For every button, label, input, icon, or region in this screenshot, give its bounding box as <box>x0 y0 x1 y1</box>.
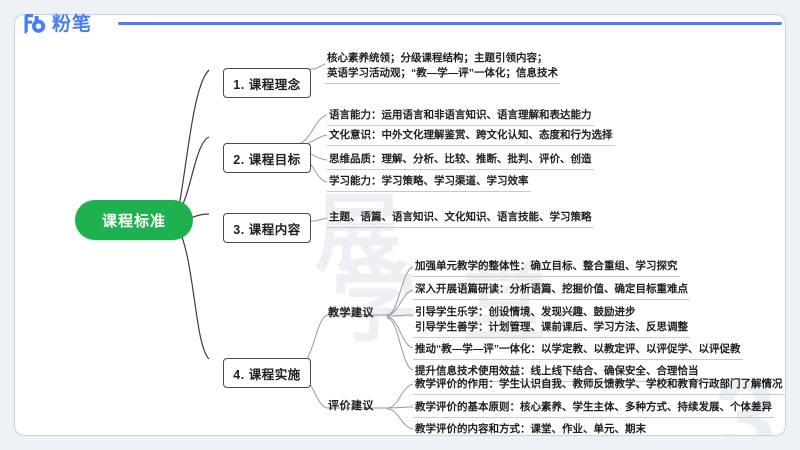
brand-divider <box>118 22 782 25</box>
leaf-line: 主题、语篇、语言知识、文化知识、语言技能、学习策略 <box>329 211 592 223</box>
leaf-line: 加强单元教学的整体性：确立目标、整合重组、学习探究 <box>415 260 678 272</box>
group-label-evaluation[interactable]: 评价建议 <box>328 400 374 412</box>
leaf-line: 教学评价的作用：学生认识自我、教师反馈教学、学校和教育行政部门了解情况 <box>415 378 783 390</box>
leaf-node-4-1-3[interactable]: 引导学生乐学：创设情境、发现兴趣、鼓励进步 引导学生善学：计划管理、课前课后、学… <box>413 305 690 338</box>
leaf-line: 提升信息技术使用效益：线上线下结合、确保安全、合理恰当 <box>415 365 699 377</box>
leaf-node-2-3[interactable]: 思维品质：理解、分析、比较、推断、批判、评价、创造 <box>327 152 594 170</box>
leaf-node-4-2-3[interactable]: 教学评价的内容和方式：课堂、作业、单元、期末 <box>413 422 648 435</box>
branch-node-2[interactable]: 2. 课程目标 <box>223 143 311 173</box>
branch-node-4[interactable]: 4. 课程实施 <box>223 358 311 388</box>
leaf-node-3-1[interactable]: 主题、语篇、语言知识、文化知识、语言技能、学习策略 <box>327 210 594 228</box>
leaf-line: 教学评价的基本原则：核心素养、学生主体、多种方式、持续发展、个体差异 <box>415 401 772 413</box>
brand-logo[interactable]: 粉笔 <box>22 10 92 38</box>
branch-node-3[interactable]: 3. 课程内容 <box>223 213 311 243</box>
leaf-line: 教学评价的内容和方式：课堂、作业、单元、期末 <box>415 423 646 435</box>
leaf-line: 深入开展语篇研读：分析语篇、挖掘价值、确定目标重难点 <box>415 283 688 295</box>
leaf-node-1-1[interactable]: 核心素养统领；分级课程结构；主题引领内容； 英语学习活动观；“教—学—评”一体化… <box>325 51 560 84</box>
leaf-line: 推动“教—学—评”一体化：以学定教、以教定评、以评促学、以评促教 <box>415 343 741 355</box>
root-node[interactable]: 课程标准 <box>75 200 193 240</box>
leaf-node-2-4[interactable]: 学习能力：学习策略、学习渠道、学习效率 <box>327 174 531 192</box>
leaf-line: 思维品质：理解、分析、比较、推断、批判、评价、创造 <box>329 153 592 165</box>
leaf-node-4-2-2[interactable]: 教学评价的基本原则：核心素养、学生主体、多种方式、持续发展、个体差异 <box>413 400 774 418</box>
leaf-node-4-1-1[interactable]: 加强单元教学的整体性：确立目标、整合重组、学习探究 <box>413 259 680 277</box>
leaf-line: 引导学生乐学：创设情境、发现兴趣、鼓励进步 <box>415 306 636 318</box>
leaf-node-4-1-5[interactable]: 提升信息技术使用效益：线上线下结合、确保安全、合理恰当 <box>413 364 701 382</box>
fb-logo-icon <box>22 13 47 35</box>
content-card: 展 学 堂 3 <box>14 14 786 436</box>
brand-name: 粉笔 <box>52 13 93 35</box>
leaf-line: 学习能力：学习策略、学习渠道、学习效率 <box>329 175 529 187</box>
leaf-line: 文化意识：中外文化理解鉴赏、跨文化认知、态度和行为选择 <box>329 129 613 141</box>
group-label-teaching[interactable]: 教学建议 <box>328 307 374 319</box>
leaf-line: 语言能力：运用语言和非语言知识、语言理解和表达能力 <box>329 109 592 121</box>
leaf-node-4-1-4[interactable]: 推动“教—学—评”一体化：以学定教、以教定评、以评促学、以评促教 <box>413 342 743 360</box>
leaf-line: 英语学习活动观；“教—学—评”一体化；信息技术 <box>327 67 558 79</box>
leaf-node-4-1-2[interactable]: 深入开展语篇研读：分析语篇、挖掘价值、确定目标重难点 <box>413 282 690 300</box>
leaf-node-2-2[interactable]: 文化意识：中外文化理解鉴赏、跨文化认知、态度和行为选择 <box>327 128 615 146</box>
leaf-node-2-1[interactable]: 语言能力：运用语言和非语言知识、语言理解和表达能力 <box>327 108 594 126</box>
leaf-line: 核心素养统领；分级课程结构；主题引领内容； <box>327 52 548 64</box>
leaf-node-4-2-1[interactable]: 教学评价的作用：学生认识自我、教师反馈教学、学校和教育行政部门了解情况 <box>413 377 785 395</box>
branch-node-1[interactable]: 1. 课程理念 <box>223 68 311 98</box>
leaf-line: 引导学生善学：计划管理、课前课后、学习方法、反思调整 <box>415 321 688 333</box>
